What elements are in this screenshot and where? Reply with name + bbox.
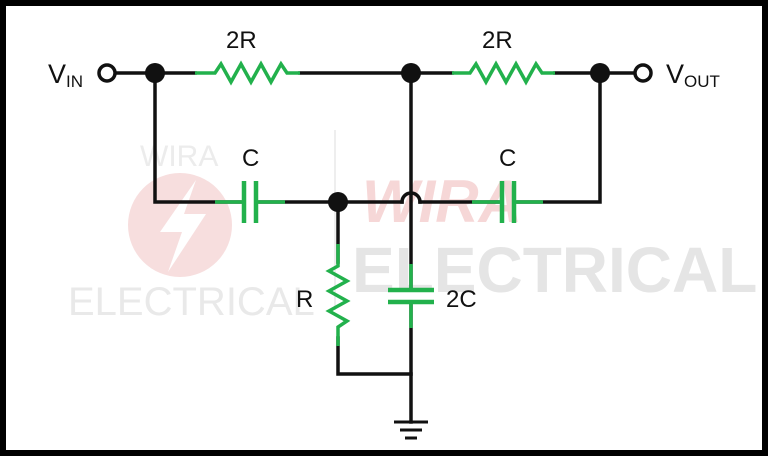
- label-vin-sub: IN: [66, 72, 83, 91]
- label-r: R: [296, 286, 313, 313]
- capacitor-2c-plates: [388, 287, 434, 305]
- label-vin-main: V: [48, 59, 66, 89]
- wire-c-right-to-node3: [516, 71, 602, 204]
- ground-icon: [394, 420, 428, 440]
- wire-node1-to-c-left: [153, 71, 242, 204]
- terminal-vout: [633, 63, 653, 83]
- resistor-2r-left: [195, 60, 300, 86]
- junction-nodes: [145, 63, 610, 212]
- label-2c: 2C: [446, 286, 477, 313]
- node-top-middle-junction: [401, 63, 421, 83]
- watermark-lightning-icon: [160, 180, 206, 272]
- capacitor-c-left-plates: [241, 181, 259, 223]
- node-input-junction: [145, 63, 165, 83]
- watermark-left-top: WIRA: [140, 140, 218, 173]
- label-vin: VIN: [48, 59, 83, 91]
- wires: [114, 71, 636, 424]
- label-2r-right: 2R: [482, 27, 513, 54]
- label-c-right: C: [499, 145, 516, 172]
- label-vout-main: V: [666, 59, 684, 89]
- node-output-junction: [590, 63, 610, 83]
- wire-r-to-ground-bus: [336, 336, 413, 376]
- label-vout-sub: OUT: [684, 72, 720, 91]
- components: [195, 60, 555, 346]
- capacitor-c-right-plates: [499, 181, 517, 223]
- watermark-left-bottom: ELECTRICAL: [68, 280, 315, 324]
- label-c-left: C: [242, 145, 259, 172]
- node-center-junction: [328, 192, 348, 212]
- resistor-r: [325, 244, 351, 346]
- terminal-vin: [97, 63, 117, 83]
- label-vout: VOUT: [666, 59, 720, 91]
- label-2r-left: 2R: [226, 27, 257, 54]
- watermark-center-bottom: ELECTRICAL: [352, 234, 757, 306]
- resistor-2r-right: [452, 60, 555, 86]
